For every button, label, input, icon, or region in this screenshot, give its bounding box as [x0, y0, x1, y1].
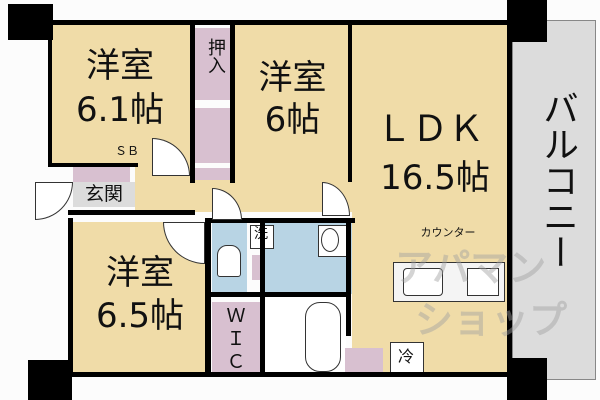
ldk-room	[352, 22, 510, 374]
bedroom-top-left-size: 6.1帖	[75, 90, 165, 130]
bedroom-top-mid	[235, 25, 350, 180]
toilet-icon	[217, 245, 241, 277]
wall-top-left-bottom	[48, 163, 138, 167]
hallway	[135, 180, 355, 212]
pillar-top-left	[8, 4, 53, 40]
stove-icon	[467, 268, 499, 296]
ldk-label: ＬＤＫ	[375, 109, 484, 150]
bedroom-top-mid-size: 6帖	[264, 100, 321, 140]
closet	[195, 28, 230, 100]
entrance	[73, 182, 135, 207]
pillar-top-right	[507, 0, 547, 42]
shoe-box-label: ＳＢ	[114, 144, 139, 158]
walk-in-closet	[212, 302, 260, 374]
wall-v1	[190, 25, 195, 183]
closet-label: 押入	[205, 38, 226, 74]
bedroom-top-left-label: 洋室	[86, 46, 154, 86]
bathtub-icon	[305, 302, 341, 372]
fridge-box	[390, 342, 424, 376]
wall-wet-mid	[260, 218, 265, 376]
pillar-bottom-right	[507, 358, 547, 400]
wall-wet-top	[205, 218, 355, 223]
watermark-line1: アパマン	[395, 246, 547, 290]
balcony	[512, 20, 596, 380]
closet-lower	[195, 108, 230, 163]
wall-wet-h	[205, 292, 350, 297]
bedroom-bottom-left-size: 6.5帖	[95, 296, 185, 336]
wall-left-upper	[48, 25, 52, 167]
entrance-label: 玄関	[84, 183, 123, 205]
bedroom-bottom-left-label: 洋室	[106, 253, 174, 293]
shoe-box	[73, 167, 130, 182]
bedroom-top-mid-label: 洋室	[258, 58, 327, 98]
balcony-label: バルコニー	[537, 90, 578, 270]
wall-v2	[230, 25, 235, 183]
closet-bottom	[195, 168, 230, 180]
wall-bottom	[70, 372, 510, 377]
wall-top	[50, 20, 510, 25]
counter-label: カウンター	[420, 226, 476, 239]
wall-right	[507, 42, 512, 362]
wall-v3	[348, 25, 352, 182]
watermark-line2: ショップ	[415, 298, 568, 342]
wall-wet-left	[205, 218, 211, 376]
pillar-bottom-left	[28, 360, 72, 400]
small-closet	[345, 348, 383, 374]
kitchen-sink-icon	[403, 268, 443, 296]
wall-wet-right	[346, 218, 351, 336]
walk-in-closet-label: Ｗ Ｉ Ｃ	[226, 305, 246, 373]
fridge-label: 冷	[397, 347, 414, 366]
sink-basin-icon	[321, 228, 339, 252]
wall-left-lower	[68, 218, 73, 376]
wall-h-hall-bottom	[68, 210, 195, 215]
ldk-size: 16.5帖	[380, 158, 490, 198]
